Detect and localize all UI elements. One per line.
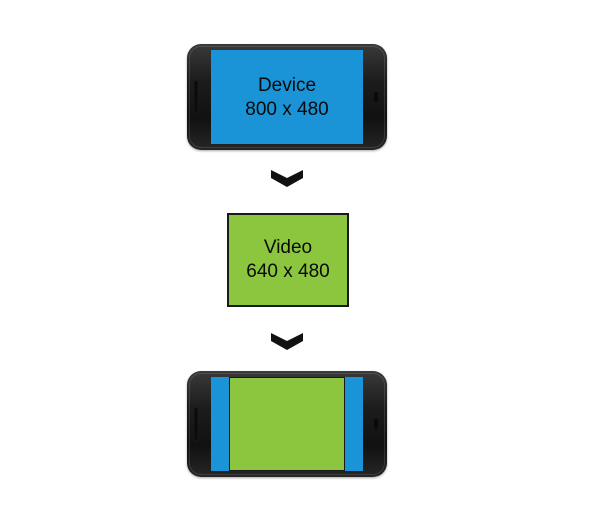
device-phone: Device 800 x 480 <box>187 44 387 150</box>
video-label: Video 640 x 480 <box>229 236 347 284</box>
chevron-down-icon <box>271 333 303 350</box>
video-resolution: 640 x 480 <box>246 261 330 282</box>
device-label: Device 800 x 480 <box>211 74 363 122</box>
device-title: Device <box>257 75 317 96</box>
video-title: Video <box>263 237 313 258</box>
device-screen: Device 800 x 480 <box>211 50 363 144</box>
phone-camera <box>374 419 378 429</box>
letterbox-screen <box>211 377 363 471</box>
video-frame: Video 640 x 480 <box>227 213 349 307</box>
letterboxed-video <box>229 377 345 471</box>
chevron-down-icon <box>271 170 303 187</box>
result-phone <box>187 371 387 477</box>
device-resolution: 800 x 480 <box>245 99 329 120</box>
phone-camera <box>374 92 378 102</box>
phone-speaker <box>194 80 198 114</box>
phone-speaker <box>194 407 198 441</box>
